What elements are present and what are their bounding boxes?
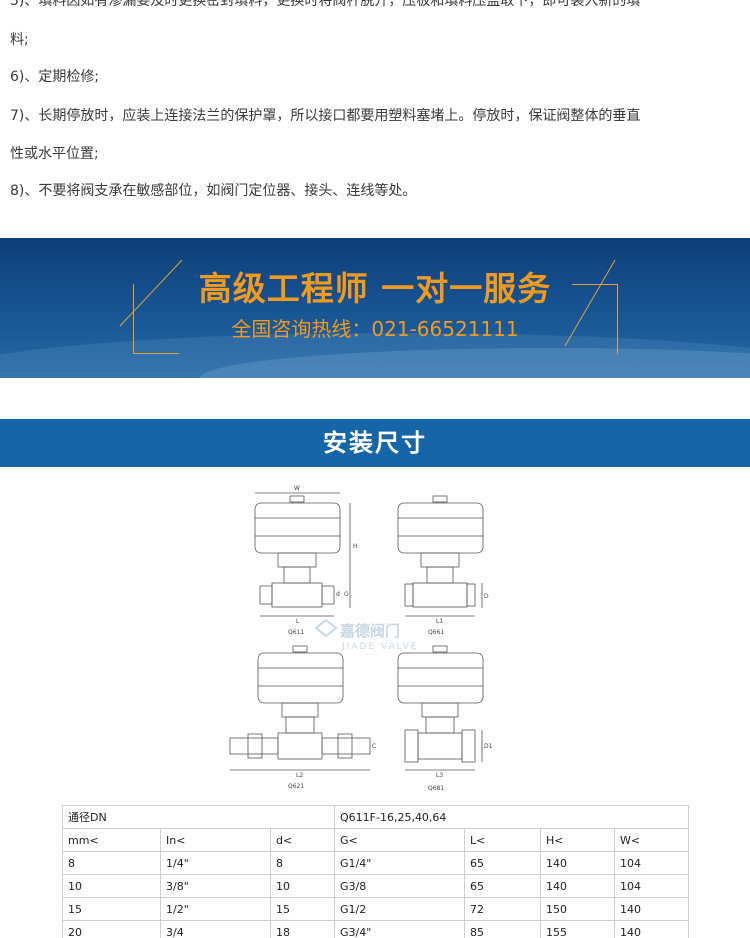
table-cell: G1/2 bbox=[334, 897, 465, 921]
valve-q621 bbox=[229, 645, 371, 771]
watermark-cn: 嘉德阀门 bbox=[339, 622, 400, 640]
column-header: W< bbox=[614, 828, 689, 852]
table-cell: 18 bbox=[270, 920, 335, 938]
dim-label-d-cap: D bbox=[484, 593, 489, 600]
table-cell: 140 bbox=[614, 920, 689, 938]
table-cell: 65 bbox=[464, 874, 541, 898]
column-header: mm< bbox=[62, 828, 161, 852]
valve-q661 bbox=[397, 495, 484, 617]
header-cell-model: Q611F-16,25,40,64 bbox=[334, 805, 689, 829]
table-cell: 1/4" bbox=[160, 851, 271, 875]
table-cell: G1/4" bbox=[334, 851, 465, 875]
dim-label-d: d bbox=[336, 591, 340, 598]
banner-frame-right bbox=[572, 284, 618, 354]
table-cell: 10 bbox=[62, 874, 161, 898]
column-header: G< bbox=[334, 828, 465, 852]
banner-title: 高级工程师 一对一服务 bbox=[198, 269, 552, 308]
table-cell: 3/8" bbox=[160, 874, 271, 898]
table-cell: 8 bbox=[62, 851, 161, 875]
banner-deco-lines bbox=[119, 259, 616, 347]
valve-dimension-diagram: W H d G L Q611 D L1 Q661 C L2 Q621 D1 L3… bbox=[229, 485, 493, 792]
dim-label-l2: L2 bbox=[296, 772, 303, 779]
watermark-en: JIADE VALVE bbox=[341, 642, 419, 652]
note-line: 8)、不要将阀支承在敏感部位，如阀门定位器、接头、连线等处。 bbox=[10, 183, 417, 199]
note-line: 7)、长期停放时，应装上连接法兰的保护罩，所以接口都要用塑料塞堵上。停放时，保证… bbox=[10, 108, 641, 124]
model-label-q621: Q621 bbox=[288, 783, 304, 790]
model-label-q611: Q611 bbox=[288, 629, 304, 636]
table-cell: 8 bbox=[270, 851, 335, 875]
dim-label-w: W bbox=[294, 485, 300, 492]
dim-label-d1: D1 bbox=[484, 743, 493, 750]
table-cell: 104 bbox=[614, 874, 689, 898]
table-cell: G3/8 bbox=[334, 874, 465, 898]
note-line: 料; bbox=[10, 32, 29, 48]
table-cell: 1/2" bbox=[160, 897, 271, 921]
note-line: 5)、填料因如有渗漏要及时更换密封填料，更换时将阀杆脱开，压板和填料压盖取下，即… bbox=[10, 0, 641, 9]
table-cell: 20 bbox=[62, 920, 161, 938]
service-banner bbox=[0, 238, 750, 378]
table-cell: 85 bbox=[464, 920, 541, 938]
valve-q611 bbox=[254, 492, 351, 617]
model-label-q681: Q681 bbox=[428, 785, 444, 792]
dim-label-l: L bbox=[296, 618, 300, 625]
column-header: L< bbox=[464, 828, 541, 852]
table-row: 20 3/4 18 G3/4" 85 155 140 bbox=[62, 920, 689, 938]
dim-label-l3: L3 bbox=[436, 772, 443, 779]
banner-frame-left bbox=[133, 284, 179, 354]
dim-label-h: H bbox=[353, 543, 358, 550]
table-row: 15 1/2" 15 G1/2 72 150 140 bbox=[62, 897, 689, 921]
table-cell: 15 bbox=[270, 897, 335, 921]
table-cell: G3/4" bbox=[334, 920, 465, 938]
table-cell: 150 bbox=[540, 897, 615, 921]
dim-label-g: G bbox=[344, 591, 349, 598]
dim-label-c: C bbox=[372, 743, 376, 750]
note-line: 6)、定期检修; bbox=[10, 69, 100, 85]
dim-label-l1: L1 bbox=[436, 618, 443, 625]
banner-wave bbox=[0, 333, 750, 378]
column-header: H< bbox=[540, 828, 615, 852]
table-cell: 72 bbox=[464, 897, 541, 921]
table-row: 8 1/4" 8 G1/4" 65 140 104 bbox=[62, 851, 689, 875]
watermark-logo: 嘉德阀门 JIADE VALVE bbox=[314, 618, 419, 652]
table-cell: 155 bbox=[540, 920, 615, 938]
table-cell: 140 bbox=[614, 897, 689, 921]
table-row: 10 3/8" 10 G3/8 65 140 104 bbox=[62, 874, 689, 898]
table-cell: 65 bbox=[464, 851, 541, 875]
column-header: In< bbox=[160, 828, 271, 852]
column-header: d< bbox=[270, 828, 335, 852]
table-column-row: mm< In< d< G< L< H< W< bbox=[62, 828, 689, 852]
deco-diagonal-right bbox=[564, 259, 616, 347]
valve-q681 bbox=[397, 645, 484, 771]
deco-diagonal-left bbox=[119, 259, 183, 327]
header-cell-dn: 通径DN bbox=[62, 805, 335, 829]
table-cell: 3/4 bbox=[160, 920, 271, 938]
model-label-q661: Q661 bbox=[428, 629, 444, 636]
banner-hotline: 全国咨询热线：021-66521111 bbox=[231, 317, 519, 341]
note-line: 性或水平位置; bbox=[10, 146, 99, 162]
table-cell: 15 bbox=[62, 897, 161, 921]
table-cell: 140 bbox=[540, 851, 615, 875]
section-title: 安装尺寸 bbox=[0, 419, 750, 467]
dimension-table: 通径DN Q611F-16,25,40,64 mm< In< d< G< L< … bbox=[62, 805, 689, 938]
table-cell: 140 bbox=[540, 874, 615, 898]
table-cell: 10 bbox=[270, 874, 335, 898]
table-cell: 104 bbox=[614, 851, 689, 875]
table-header-row: 通径DN Q611F-16,25,40,64 bbox=[62, 805, 689, 829]
